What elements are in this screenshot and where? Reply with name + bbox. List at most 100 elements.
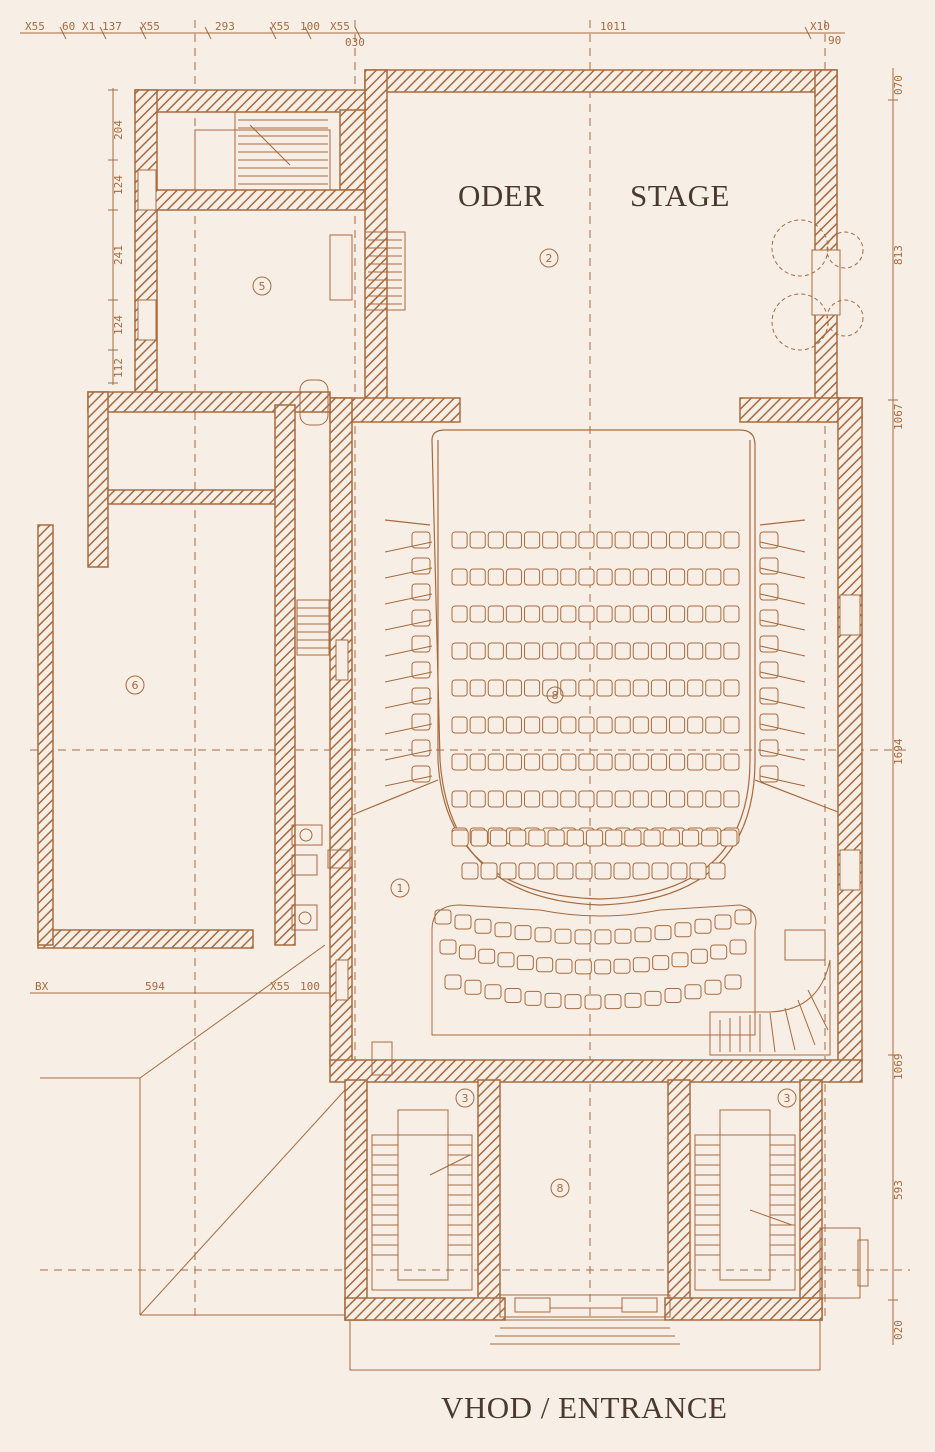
seat <box>596 605 613 623</box>
seat <box>723 716 740 734</box>
seat <box>632 862 650 880</box>
seat <box>705 679 722 697</box>
seat <box>524 568 541 586</box>
seat <box>451 568 468 586</box>
seat <box>614 679 631 697</box>
svg-text:2: 2 <box>546 252 553 265</box>
seat <box>705 790 722 808</box>
seat <box>614 568 631 586</box>
seat <box>669 790 686 808</box>
seat <box>650 790 667 808</box>
seat <box>474 918 492 934</box>
seat <box>487 790 504 808</box>
box-divider <box>759 775 806 787</box>
seat <box>469 716 486 734</box>
seat <box>596 716 613 734</box>
box-divider <box>384 697 433 709</box>
auditorium-seating <box>451 531 740 880</box>
seat <box>524 753 541 771</box>
seat <box>451 829 469 847</box>
room-markers <box>125 248 797 1198</box>
seat <box>723 642 740 660</box>
box-divider <box>759 619 806 631</box>
seat <box>505 790 522 808</box>
seat <box>505 642 522 660</box>
svg-text:3: 3 <box>462 1092 469 1105</box>
seat <box>555 958 573 974</box>
seat <box>723 753 740 771</box>
seat <box>534 927 552 943</box>
seat <box>524 642 541 660</box>
seat <box>560 753 577 771</box>
seat <box>644 990 662 1006</box>
svg-text:X55: X55 <box>25 20 45 33</box>
svg-text:293: 293 <box>215 20 235 33</box>
seat <box>469 753 486 771</box>
svg-text:020: 020 <box>892 1320 905 1340</box>
seat <box>654 925 672 941</box>
seat <box>724 974 742 990</box>
seat <box>632 642 649 660</box>
stair-corridor <box>296 379 330 656</box>
seat <box>451 716 468 734</box>
seat <box>505 716 522 734</box>
seat <box>505 753 522 771</box>
seat <box>560 531 577 549</box>
seat <box>650 679 667 697</box>
seat <box>578 790 595 808</box>
seat <box>705 753 722 771</box>
seat <box>487 642 504 660</box>
stair-stage <box>364 231 406 311</box>
stairwell-left <box>371 1109 473 1291</box>
seat <box>632 716 649 734</box>
svg-text:1: 1 <box>397 882 404 895</box>
seat <box>723 605 740 623</box>
seat <box>650 531 667 549</box>
svg-text:070: 070 <box>892 75 905 95</box>
svg-text:8: 8 <box>557 1182 564 1195</box>
seat <box>470 829 488 847</box>
seat <box>664 987 682 1003</box>
box-divider <box>384 723 433 735</box>
seat <box>723 790 740 808</box>
seat <box>497 952 515 968</box>
svg-text:5: 5 <box>259 280 266 293</box>
seat <box>690 948 708 964</box>
seat <box>458 944 476 960</box>
seat <box>669 642 686 660</box>
terrace-outline <box>40 944 346 1316</box>
stairwell-right <box>694 1109 796 1291</box>
seat <box>662 829 680 847</box>
svg-text:3: 3 <box>784 1092 791 1105</box>
seat <box>542 568 559 586</box>
seat <box>596 531 613 549</box>
seat <box>705 716 722 734</box>
seat <box>487 753 504 771</box>
seat <box>411 739 431 757</box>
seat <box>524 605 541 623</box>
seat <box>729 939 747 955</box>
label-oder: ODER <box>458 178 545 213</box>
spiral-stair <box>709 929 831 1056</box>
svg-text:030: 030 <box>345 36 365 49</box>
seat <box>687 568 704 586</box>
box-divider <box>759 671 806 683</box>
seat <box>705 642 722 660</box>
seat <box>624 829 642 847</box>
top-dimension-line <box>20 26 845 40</box>
seat <box>759 765 779 783</box>
seat <box>674 922 692 938</box>
svg-text:X55: X55 <box>140 20 160 33</box>
seat <box>542 753 559 771</box>
seat <box>514 925 532 941</box>
seat <box>670 862 688 880</box>
seat <box>669 531 686 549</box>
seat <box>575 862 593 880</box>
mid-dimension-values: BX 594 X55 100 <box>35 980 320 993</box>
seat <box>489 829 508 847</box>
seat <box>759 609 779 627</box>
svg-text:X55: X55 <box>330 20 350 33</box>
seat <box>505 679 522 697</box>
seat <box>669 605 686 623</box>
